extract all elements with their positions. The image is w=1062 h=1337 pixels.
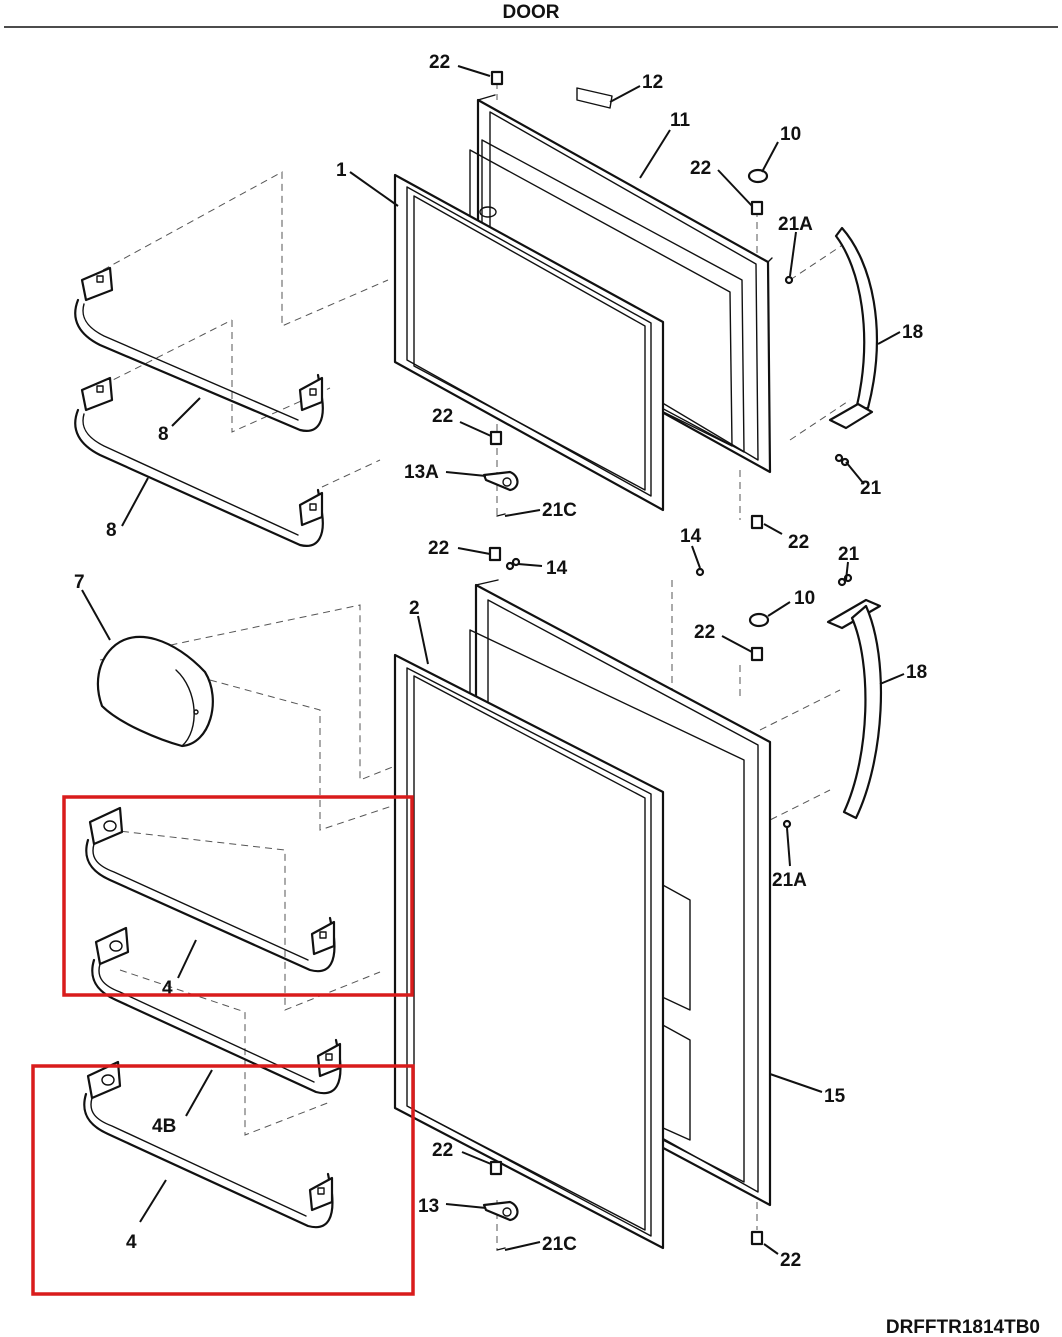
callout-21: 21 — [838, 544, 860, 565]
freezer-shelf-8-lower — [74, 376, 324, 547]
freezer-handle-18 — [828, 226, 878, 430]
callout-22: 22 — [788, 532, 809, 553]
upper-hardware — [482, 70, 850, 530]
callout-4: 4 — [162, 978, 173, 999]
door-shelf-4-lower — [83, 1060, 334, 1229]
callout-21A: 21A — [772, 870, 807, 891]
callout-15: 15 — [824, 1086, 846, 1107]
callout-21C: 21C — [542, 1234, 577, 1255]
callout-22: 22 — [432, 406, 453, 427]
fresh-food-gasket-2 — [393, 653, 665, 1250]
callout-2: 2 — [409, 598, 420, 619]
butter-bin-7 — [96, 635, 214, 748]
callout-4: 4 — [126, 1232, 137, 1253]
callout-10: 10 — [794, 588, 815, 609]
callout-21A: 21A — [778, 214, 813, 235]
door-shelf-4-upper — [85, 806, 336, 973]
callout-14: 14 — [680, 526, 702, 547]
callout-8: 8 — [106, 520, 117, 541]
fresh-food-handle-18 — [826, 598, 883, 820]
callout-13A: 13A — [404, 462, 439, 483]
model-code: DRFFTR1814TB0 — [886, 1317, 1040, 1337]
callout-11: 11 — [670, 110, 691, 131]
callout-10: 10 — [780, 124, 801, 145]
callout-22: 22 — [428, 538, 449, 559]
callout-1: 1 — [336, 160, 347, 181]
badge-12 — [576, 87, 613, 109]
callout-13: 13 — [418, 1196, 439, 1217]
freezer-shelf-8-upper — [74, 266, 324, 432]
highlight-box-lower — [31, 1064, 415, 1296]
callout-12: 12 — [642, 72, 663, 93]
callout-18: 18 — [902, 322, 923, 343]
callout-22: 22 — [694, 622, 715, 643]
callout-21: 21 — [860, 478, 882, 499]
freezer-gasket-1 — [393, 173, 665, 512]
callout-14: 14 — [546, 558, 568, 579]
callout-18: 18 — [906, 662, 927, 683]
diagram-title: DOOR — [503, 2, 560, 23]
callout-labels: 22 12 11 10 22 21A 1 18 22 13A 21C 21 8 … — [74, 52, 927, 1271]
highlight-box-upper — [62, 795, 414, 997]
callout-4B: 4B — [152, 1116, 176, 1137]
callout-22: 22 — [429, 52, 450, 73]
callout-22: 22 — [780, 1250, 801, 1271]
leader-lines — [81, 65, 905, 1255]
door-shelf-4B — [91, 926, 342, 1095]
callout-22: 22 — [690, 158, 711, 179]
lower-hardware — [482, 546, 853, 1251]
callout-7: 7 — [74, 572, 85, 593]
callout-8: 8 — [158, 424, 169, 445]
callout-22: 22 — [432, 1140, 453, 1161]
callout-21C: 21C — [542, 500, 577, 521]
